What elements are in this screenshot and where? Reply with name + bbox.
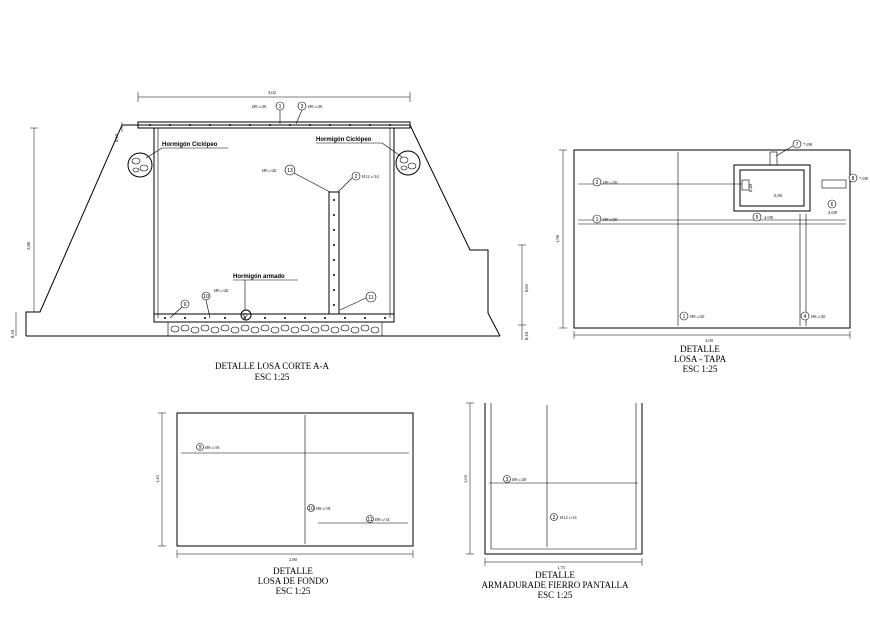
tapa-bar-1b-text: Ø8 c/20 — [690, 314, 705, 319]
mark-2: 2 — [355, 174, 358, 180]
dim-base-left: 0,10 — [10, 329, 16, 338]
stone-right — [395, 150, 421, 176]
pantalla-dim-left: 1,65 — [463, 474, 469, 483]
center-wall — [328, 191, 340, 315]
tapa-bar-6-text: 4 Ø8 — [828, 210, 838, 215]
label-ciclopeo-left: Hormigón Ciclópeo — [162, 142, 218, 148]
tapa-scale: ESC 1:25 — [683, 364, 718, 374]
pantalla-dim-bottom: 1,75 — [557, 565, 566, 571]
tapa-dim-bottom: 3,00 — [705, 338, 714, 344]
dim-left-height: 2,00 — [26, 241, 32, 250]
tapa-outline — [573, 149, 851, 329]
mark-9: 9 — [184, 302, 187, 308]
tapa-mark-8: 8 — [852, 176, 855, 182]
tapa-dim-left: 1,98 — [555, 234, 561, 243]
pantalla-title: DETALLE — [535, 570, 575, 580]
stone-left — [127, 152, 153, 178]
pantalla-bar-3-text: Ø8 c/20 — [512, 477, 527, 482]
tapa-bar-7-text: 7 Ø8 — [803, 142, 813, 147]
bar-wall-13-text: Ø8 c/20 — [262, 168, 277, 173]
tapa-opening-inner — [739, 169, 805, 207]
stone-center — [240, 309, 252, 321]
tapa-bar-5-text: 4 Ø8 — [764, 215, 774, 220]
tapa-mark-7: 7 — [796, 142, 799, 148]
fondo-mark-9: 9 — [199, 445, 202, 451]
fondo-bar-10-text: Ø8 c/18 — [316, 506, 331, 511]
tapa-bar-1-text: Ø8 c/20 — [603, 217, 618, 222]
fondo-mark-10: 10 — [308, 506, 314, 512]
gravel-base — [167, 321, 383, 337]
pantalla: 3 Ø8 c/20 2 Ø12 c/14 1,75 1,65 DETALLE A… — [463, 402, 643, 600]
gravel-pattern — [170, 324, 380, 334]
bar-top-1-text: Ø8 c/20 — [252, 104, 267, 109]
label-hormigon-armado: Hormigón armado — [233, 274, 285, 280]
pantalla-mark-3: 3 — [506, 477, 509, 483]
top-slab — [137, 121, 411, 129]
pantalla-scale: ESC 1:25 — [538, 590, 573, 600]
pantalla-mark-2: 2 — [553, 515, 556, 521]
outer-profile — [25, 124, 501, 337]
fondo-outline — [176, 412, 414, 547]
mark-3: 3 — [301, 104, 304, 110]
bar-bottom-text: Ø8 c/20 — [214, 288, 229, 293]
rebar-dots — [149, 124, 391, 319]
tapa-opening-outer — [733, 164, 811, 212]
dim-base-right: 0,10 — [524, 331, 530, 340]
fondo-mark-11: 11 — [367, 517, 372, 523]
tapa-box-height: 0,40 — [748, 183, 754, 192]
tapa-subtitle: LOSA - TAPA — [674, 354, 727, 364]
fondo-subtitle: LOSA DE FONDO — [258, 576, 329, 586]
mark-10: 10 — [203, 294, 209, 300]
section-aa-title: DETALLE LOSA CORTE A-A — [215, 361, 329, 371]
tapa-bar-2-text: Ø8 c/20 — [603, 180, 618, 185]
tapa-mark-2: 2 — [596, 180, 599, 186]
section-aa-scale: ESC 1:25 — [255, 372, 290, 382]
fondo-bar-9-text: Ø8 c/18 — [205, 445, 220, 450]
tapa-box-width: 0,80 — [774, 193, 783, 199]
mark-11: 11 — [368, 295, 373, 301]
losa-fondo: 9 Ø8 c/18 10 Ø8 c/18 11 Ø8 c/14 2,80 1,4… — [155, 412, 414, 596]
pantalla-outline — [484, 403, 643, 555]
tapa-mark-6: 6 — [831, 202, 834, 208]
mark-1: 1 — [279, 104, 282, 110]
tapa-mark-1b: 1 — [683, 314, 686, 320]
fondo-dim-bottom: 2,80 — [289, 557, 298, 563]
dim-top-slab: 0,10 — [114, 133, 120, 142]
tapa-bar-8-text: 7 Ø8 — [859, 176, 869, 181]
pantalla-bar-2-text: Ø12 c/14 — [560, 515, 577, 520]
fondo-dim-left: 1,45 — [155, 474, 161, 483]
tapa-title: DETALLE — [680, 344, 720, 354]
fondo-bar-11-text: Ø8 c/14 — [375, 517, 390, 522]
pantalla-subtitle: ARMADURADE FIERRO PANTALLA — [482, 580, 629, 590]
bottom-slab — [153, 313, 395, 323]
dim-top: 3,02 — [268, 90, 276, 96]
tapa-mark-5: 5 — [756, 215, 759, 221]
fondo-title: DETALLE — [273, 566, 313, 576]
bar-top-3-text: Ø8 c/20 — [308, 104, 323, 109]
tapa-mark-4: 4 — [804, 314, 807, 320]
bar-wall-2-text: Ø12 c/14 — [362, 174, 379, 179]
label-ciclopeo-right: Hormigón Ciclópeo — [316, 137, 372, 143]
tapa-bar-4-text: Ø8 c/20 — [811, 314, 826, 319]
dim-right-height: 0,85 — [524, 283, 530, 292]
fondo-scale: ESC 1:25 — [276, 586, 311, 596]
tapa-mark-1: 1 — [596, 217, 599, 223]
section-aa: Hormigón Ciclópeo Hormigón Ciclópeo Horm… — [10, 90, 530, 382]
losa-tapa: 0,80 0,40 2 Ø8 c/20 1 Ø8 c/20 1 Ø8 c/20 … — [555, 139, 869, 374]
mark-13: 13 — [287, 168, 293, 174]
